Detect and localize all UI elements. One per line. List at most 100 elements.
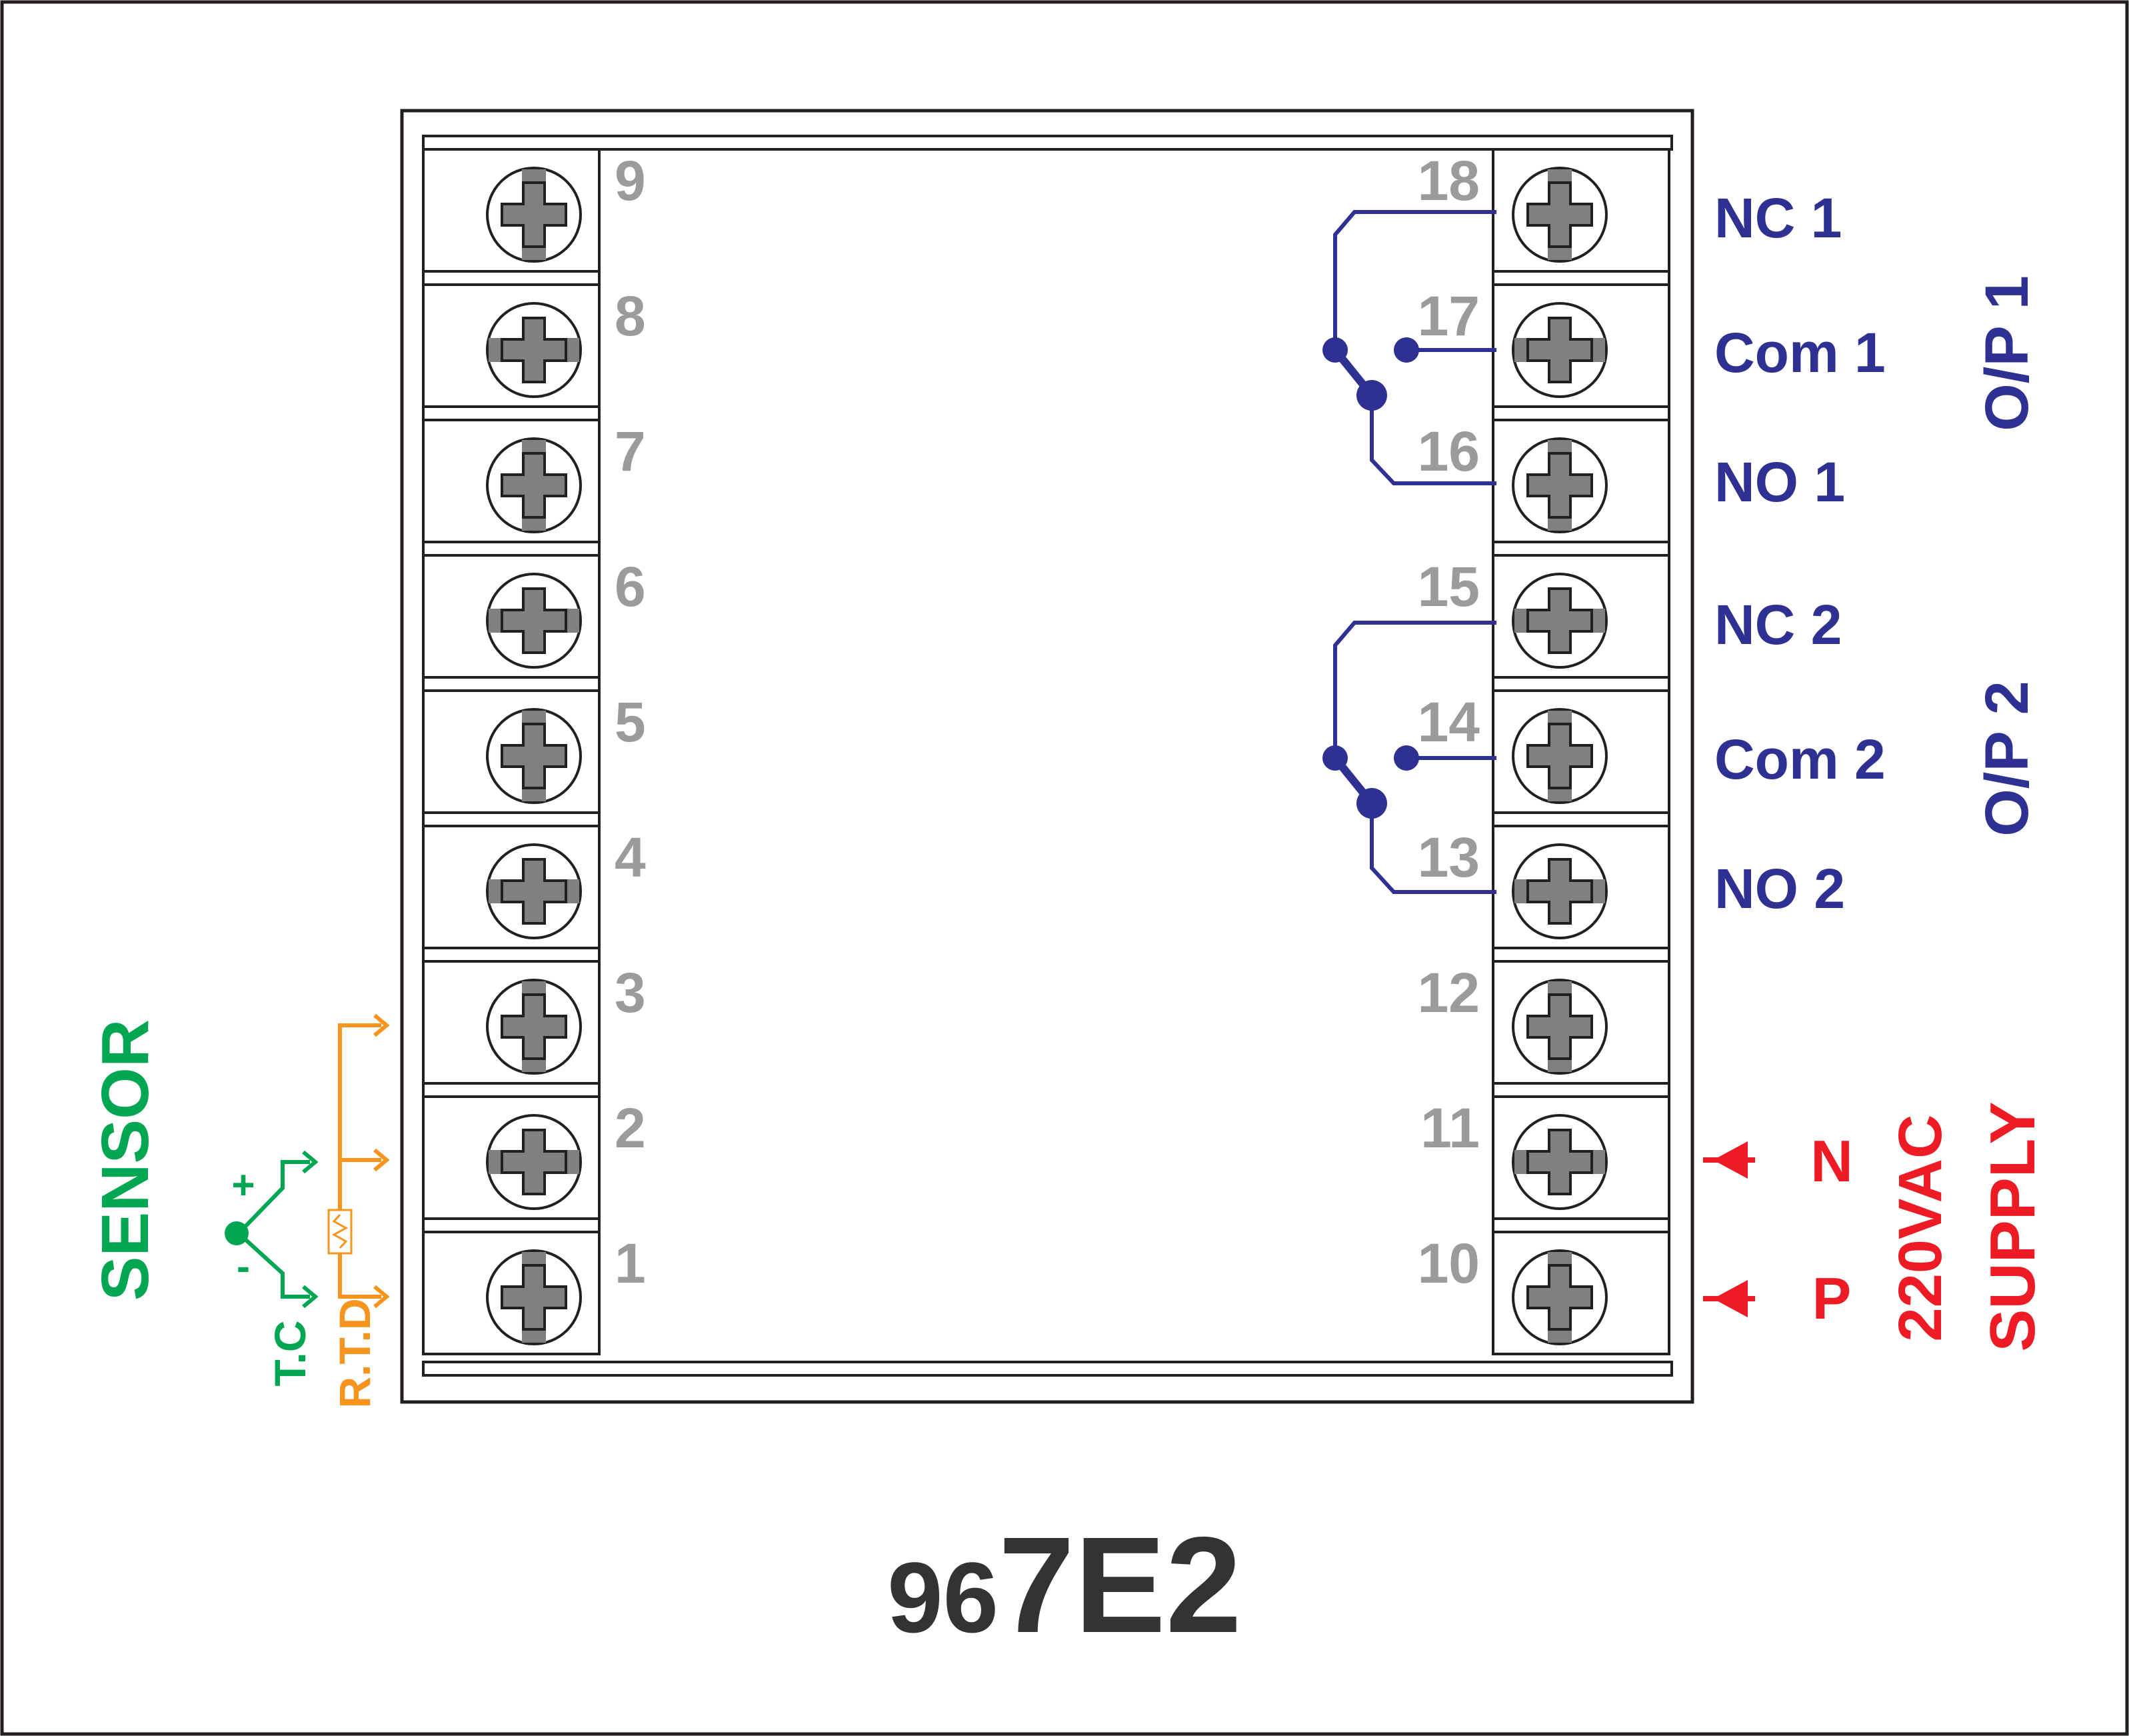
terminal-screw-icon[interactable] <box>1512 843 1608 939</box>
terminal-number: 6 <box>615 555 646 618</box>
rtd-arrowhead-2 <box>373 1148 390 1172</box>
terminal-number: 15 <box>1418 555 1480 618</box>
terminal-number: 8 <box>615 285 646 347</box>
no1-label: NO 1 <box>1714 451 1845 513</box>
model-prefix: 96 <box>887 1541 999 1653</box>
terminal-screw-icon[interactable] <box>1512 573 1608 669</box>
terminal-screw-icon[interactable] <box>486 843 582 939</box>
terminal-screw-icon[interactable] <box>1512 1249 1608 1345</box>
terminal-number: 7 <box>615 420 646 483</box>
tc-label: T.C <box>265 1321 315 1387</box>
terminal-screw-icon[interactable] <box>1512 979 1608 1075</box>
supply-label: SUPPLY <box>1977 1101 2048 1351</box>
relay-2-com-dot <box>1394 745 1419 771</box>
tc-junction-dot <box>225 1221 249 1245</box>
relay-1-nc-wire <box>1333 210 1496 350</box>
terminal-number: 1 <box>615 1232 646 1295</box>
terminal-separator <box>1492 1082 1670 1098</box>
tc-minus-sign: - <box>237 1244 250 1289</box>
terminal-separator <box>1492 541 1670 557</box>
rtd-label: R.T.D <box>330 1299 379 1409</box>
terminal-separator <box>1492 1217 1670 1233</box>
terminal-screw-icon[interactable] <box>1512 1114 1608 1210</box>
terminal-separator <box>1492 405 1670 421</box>
terminal-screw-icon[interactable] <box>1512 302 1608 398</box>
com2-label: Com 2 <box>1714 728 1886 791</box>
relay-2-no-wire <box>1370 803 1496 894</box>
relay-1-pivot-dot <box>1322 337 1348 363</box>
relay-2-nc-wire <box>1333 621 1496 758</box>
terminal-number: 13 <box>1418 826 1480 889</box>
terminal-separator <box>1492 811 1670 827</box>
relay-2-switch-dot <box>1356 788 1387 819</box>
terminal-number: 10 <box>1418 1232 1480 1295</box>
neutral-label: N <box>1810 1128 1853 1194</box>
phase-arrow-head <box>1713 1280 1748 1317</box>
tc-minus-arrowhead <box>302 1285 319 1309</box>
op1-label: O/P 1 <box>1973 275 2041 431</box>
terminal-number: 16 <box>1418 420 1480 483</box>
terminal-separator <box>1492 270 1670 286</box>
terminal-screw-icon[interactable] <box>486 708 582 804</box>
model-number: 967E2 <box>887 1509 1242 1661</box>
terminal-screw-icon[interactable] <box>1512 437 1608 533</box>
rtd-symbol <box>338 1013 390 1309</box>
terminal-number: 3 <box>615 961 646 1024</box>
sensor-label: SENSOR <box>88 1019 163 1301</box>
tc-plus-wire <box>237 1160 310 1235</box>
terminal-separator <box>422 405 601 421</box>
thermocouple-symbol <box>237 1150 319 1309</box>
terminal-screw-icon[interactable] <box>486 167 582 263</box>
terminal-number: 17 <box>1418 285 1480 347</box>
left-terminal-column: 9 8 7 6 5 4 3 2 1 <box>422 148 646 1355</box>
op2-label: O/P 2 <box>1973 681 2041 837</box>
terminal-separator <box>422 676 601 692</box>
relay-1-switch-dot <box>1356 380 1387 411</box>
nc2-label: NC 2 <box>1714 593 1842 656</box>
tc-plus-arrowhead <box>302 1150 319 1174</box>
rtd-arrowhead-3 <box>373 1013 390 1037</box>
terminal-number: 18 <box>1418 149 1480 212</box>
terminal-screw-icon[interactable] <box>1512 167 1608 263</box>
terminal-separator <box>422 270 601 286</box>
terminal-screw-icon[interactable] <box>486 1249 582 1345</box>
relay-1-no-wire <box>1370 395 1496 485</box>
terminal-number: 5 <box>615 691 646 753</box>
nc1-label: NC 1 <box>1714 187 1842 249</box>
terminal-screw-icon[interactable] <box>486 437 582 533</box>
terminal-number: 12 <box>1418 961 1480 1024</box>
right-terminal-column: 18 17 16 15 14 13 12 11 10 <box>1418 148 1670 1355</box>
terminal-separator <box>422 811 601 827</box>
top-rail <box>422 135 1673 151</box>
terminal-number: 14 <box>1418 691 1480 753</box>
terminal-number: 9 <box>615 149 646 212</box>
model-suffix: 7E2 <box>999 1509 1242 1661</box>
supply-arrows <box>1703 1141 1755 1317</box>
bottom-rail <box>422 1361 1673 1377</box>
terminal-screw-icon[interactable] <box>486 1114 582 1210</box>
voltage-label: 220VAC <box>1886 1115 1954 1342</box>
terminal-screw-icon[interactable] <box>1512 708 1608 804</box>
terminal-separator <box>422 1082 601 1098</box>
rtd-arrowhead-1 <box>373 1285 390 1309</box>
terminal-number: 2 <box>615 1097 646 1159</box>
terminal-screw-icon[interactable] <box>486 979 582 1075</box>
phase-label: P <box>1812 1265 1852 1331</box>
tc-plus-sign: + <box>231 1163 255 1207</box>
rtd-resistor-zigzag <box>331 1213 349 1249</box>
terminal-screw-icon[interactable] <box>486 573 582 669</box>
terminal-separator <box>422 947 601 963</box>
relay-2-pivot-dot <box>1322 745 1348 771</box>
tc-minus-wire <box>237 1231 310 1299</box>
terminal-separator <box>422 1217 601 1233</box>
terminal-separator <box>1492 676 1670 692</box>
terminal-number: 4 <box>615 826 646 889</box>
relay-1-com-dot <box>1394 337 1419 363</box>
com1-label: Com 1 <box>1714 321 1886 384</box>
terminal-screw-icon[interactable] <box>486 302 582 398</box>
terminal-separator <box>1492 947 1670 963</box>
neutral-arrow-head <box>1713 1141 1748 1179</box>
terminal-separator <box>422 541 601 557</box>
no2-label: NO 2 <box>1714 857 1845 920</box>
terminal-number: 11 <box>1420 1097 1480 1159</box>
